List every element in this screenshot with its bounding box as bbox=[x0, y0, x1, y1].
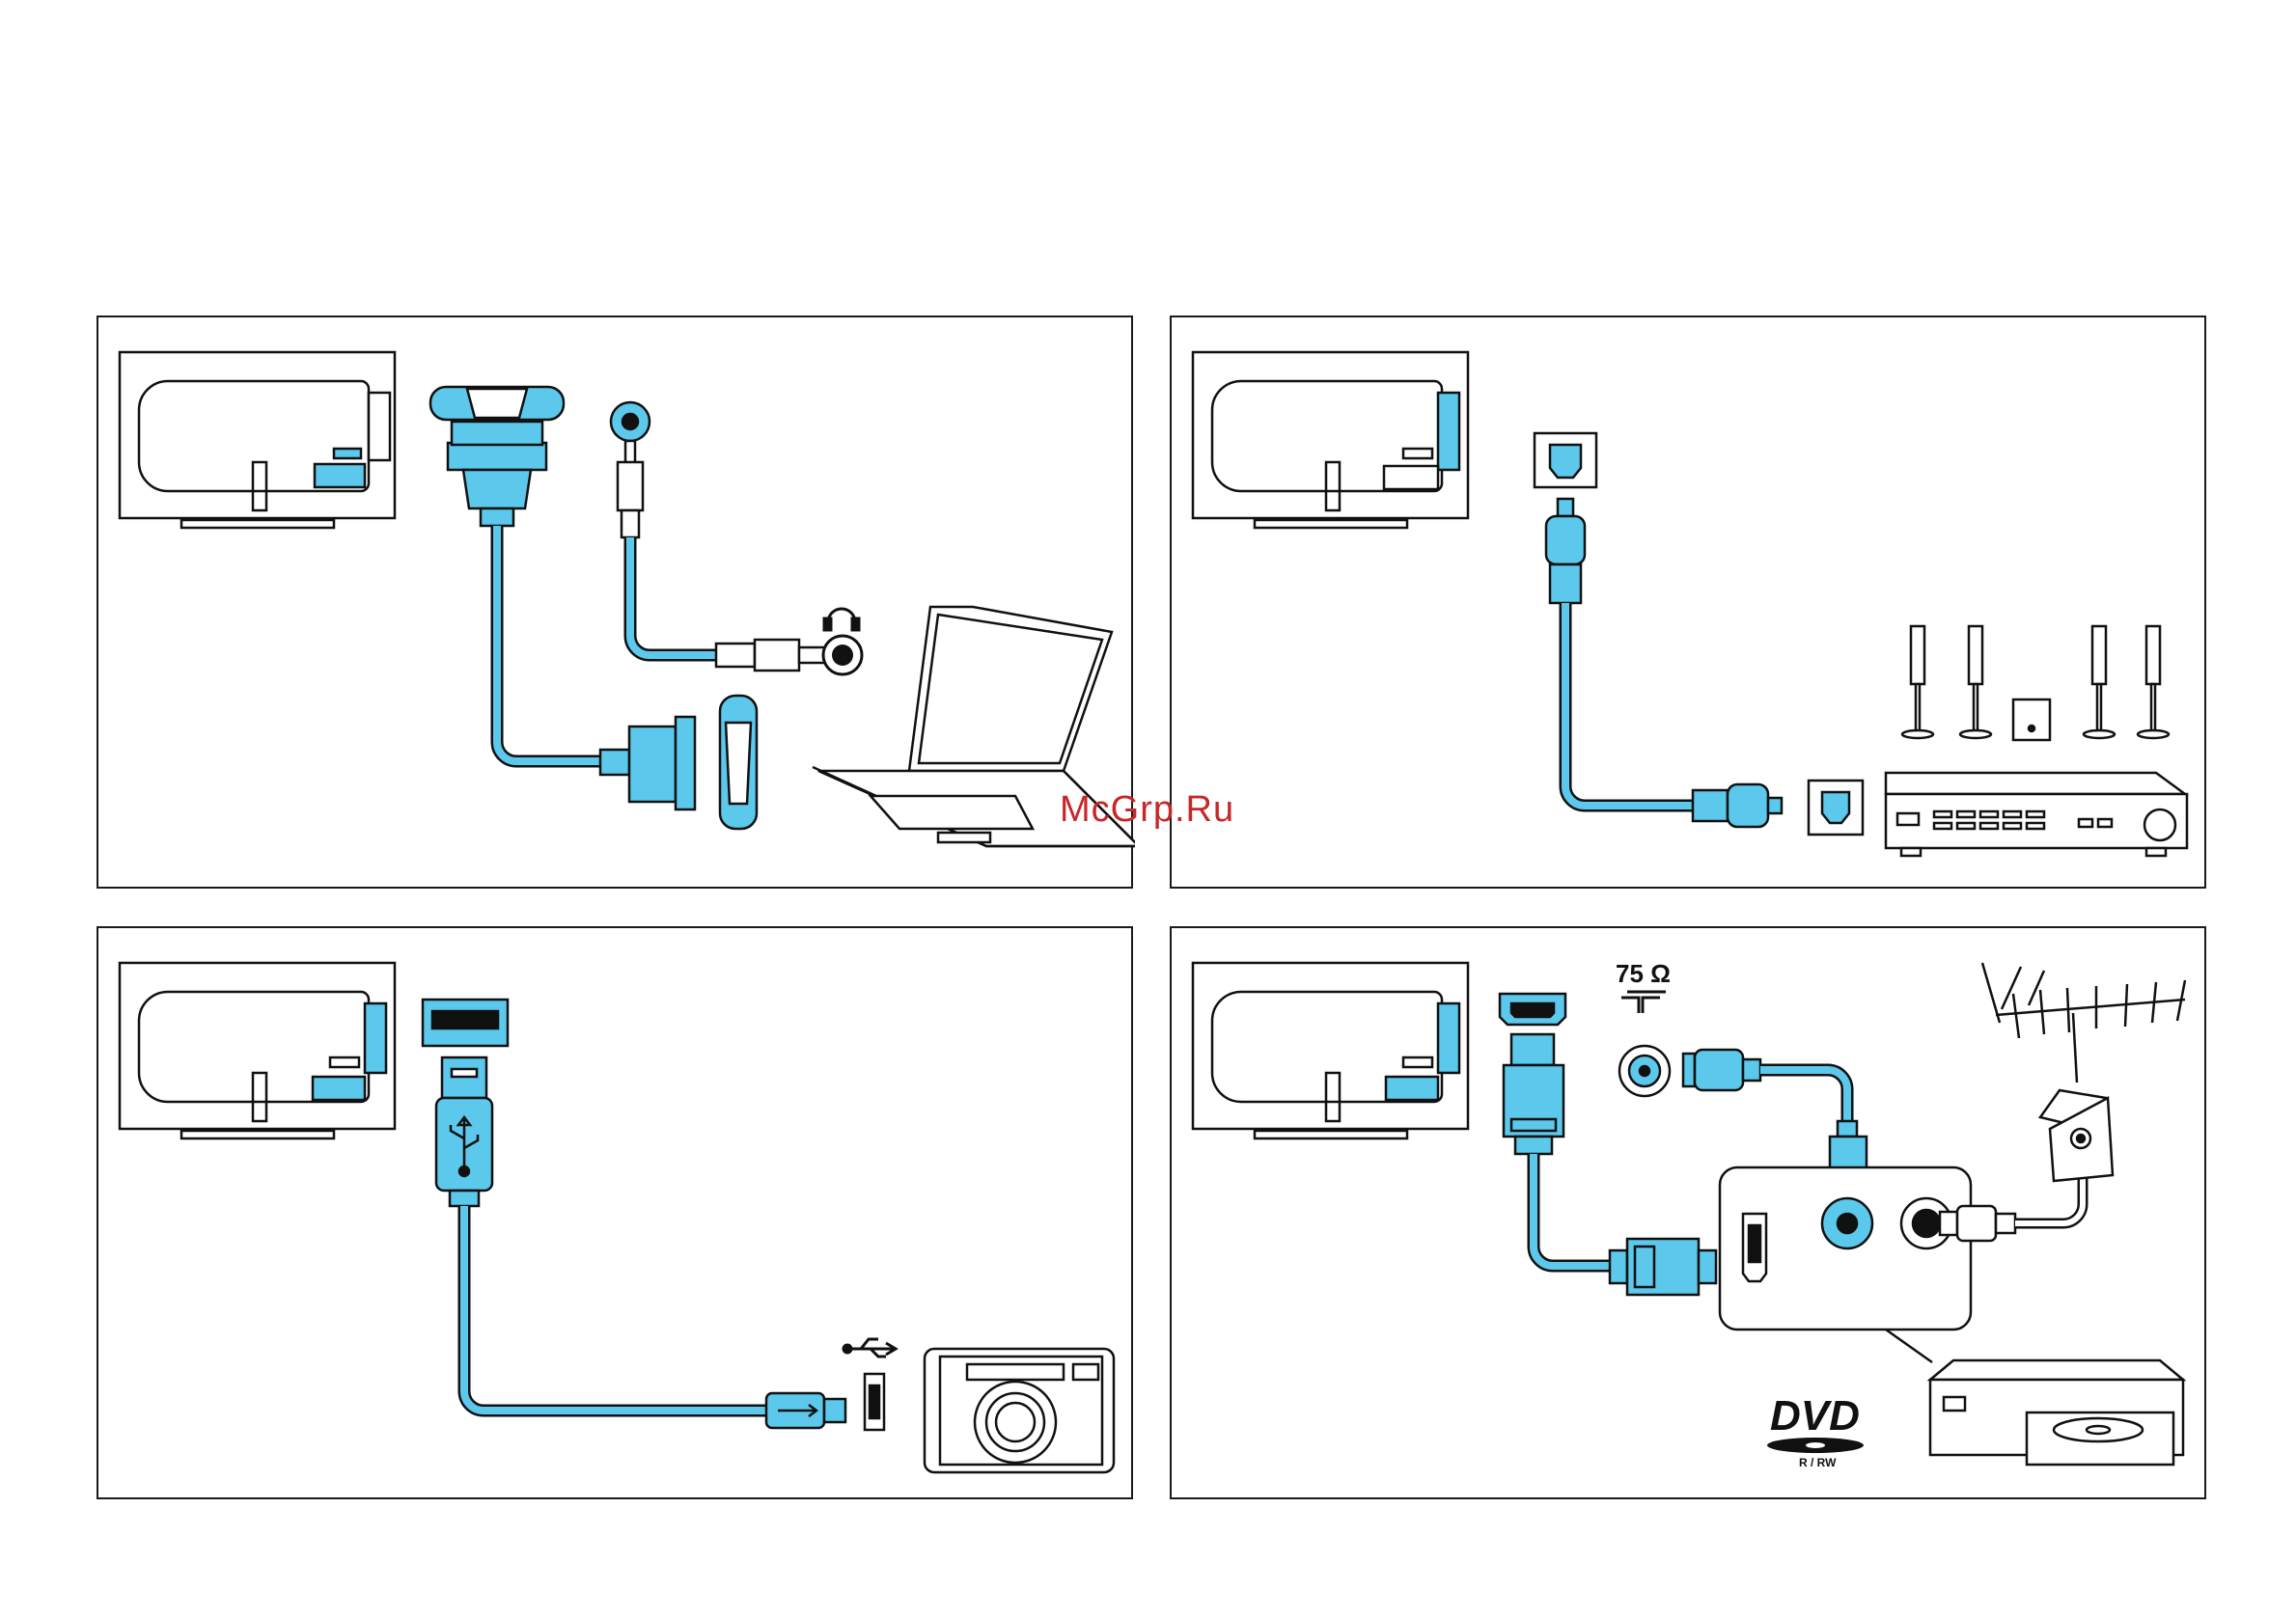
antenna-plug-icon bbox=[1940, 1206, 2015, 1241]
panel-vga-audio bbox=[97, 315, 1133, 889]
optical-connector-icon bbox=[1535, 433, 1596, 603]
panel-hdmi-antenna: 75 Ω bbox=[1170, 926, 2206, 1499]
dvd-logo-icon: DVD R / RW bbox=[1767, 1392, 1864, 1469]
coax-plug-icon bbox=[1683, 1050, 1760, 1090]
vga-cable bbox=[497, 526, 600, 761]
usb-symbol-icon bbox=[844, 1339, 896, 1357]
usb-plug-icon bbox=[766, 1393, 845, 1428]
coax-connector-icon bbox=[1619, 1046, 1670, 1096]
hdmi-cable bbox=[1534, 1154, 1610, 1266]
av-receiver-icon bbox=[1886, 773, 2187, 856]
optical-socket-icon bbox=[1809, 781, 1863, 835]
usb-connector-icon bbox=[423, 1000, 508, 1206]
watermark: McGrp.Ru bbox=[1060, 789, 1234, 831]
audio-jack-icon bbox=[611, 402, 650, 537]
vga-connector-end-icon bbox=[600, 696, 757, 829]
audio-socket-icon bbox=[823, 636, 862, 674]
panel-usb bbox=[97, 926, 1133, 1499]
vga-connector-icon bbox=[430, 387, 564, 526]
svg-text:DVD: DVD bbox=[1770, 1392, 1860, 1440]
usb-socket-icon bbox=[865, 1374, 884, 1430]
optical-plug-icon bbox=[1693, 784, 1782, 827]
camera-icon bbox=[925, 1349, 1114, 1472]
audio-cable bbox=[630, 537, 716, 655]
tv-icon bbox=[120, 352, 395, 528]
antenna-in-socket-icon bbox=[1822, 1198, 1872, 1248]
usb-cable bbox=[464, 1206, 766, 1411]
impedance-label: 75 Ω bbox=[1616, 959, 1671, 988]
coax-cable bbox=[1760, 1070, 1847, 1121]
audio-plug-icon bbox=[716, 640, 834, 671]
hdmi-plug-icon bbox=[1610, 1239, 1716, 1295]
dvd-recorder-icon bbox=[1930, 1360, 2183, 1465]
svg-text:R / RW: R / RW bbox=[1799, 1456, 1837, 1469]
coax-symbol-icon bbox=[1621, 992, 1666, 1013]
antenna-icon bbox=[1982, 963, 2185, 1181]
panel-optical bbox=[1170, 315, 2206, 889]
headphone-icon bbox=[824, 609, 859, 630]
optical-cable bbox=[1565, 603, 1693, 806]
tv-icon bbox=[1193, 963, 1468, 1138]
hdmi-socket-icon bbox=[1743, 1214, 1766, 1281]
tv-icon bbox=[120, 963, 395, 1138]
tv-icon bbox=[1193, 352, 1468, 528]
subwoofer-icon bbox=[2013, 699, 2050, 740]
hdmi-connector-icon bbox=[1500, 994, 1565, 1154]
